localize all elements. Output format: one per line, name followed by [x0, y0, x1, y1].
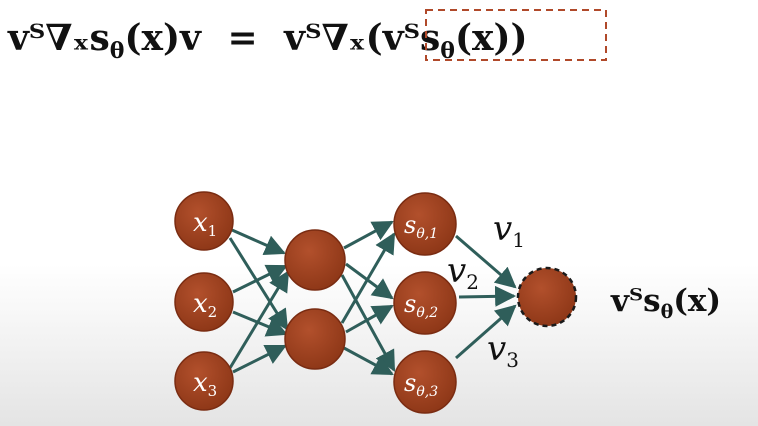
equation-lhs-tail: (x)v: [124, 17, 202, 59]
weight-label: v: [487, 329, 506, 369]
edge: [455, 304, 517, 360]
edge: [343, 346, 394, 376]
svg-text:vᵀ∇ₓsθ(x)v = vᵀ∇ₓ(: vᵀ∇ₓsθ(x)v = vᵀ∇ₓ(vᵀsθ(x)): [7, 17, 528, 64]
output-node: [393, 271, 457, 335]
output-node-label: s: [404, 369, 416, 397]
output-node-subscript: θ,2: [416, 305, 438, 321]
equation-lhs-theta: θ: [110, 38, 125, 64]
output-node-subscript: θ,3: [416, 384, 438, 400]
svg-text:x2: x2: [193, 289, 217, 321]
weight-labels: v1 v2 v3: [447, 209, 525, 372]
input-node-label: x: [193, 208, 208, 238]
output-node-label: s: [404, 211, 416, 239]
edge: [455, 234, 517, 289]
equation-rhs-pre: vᵀ∇ₓ(: [283, 17, 383, 59]
output-node: [393, 192, 457, 256]
input-node-subscript: 2: [208, 303, 218, 321]
network-edges: [228, 220, 517, 376]
equation-rhs-boxed-theta: θ: [440, 38, 455, 64]
equation: vᵀ∇ₓsθ(x)v = vᵀ∇ₓ(vᵀsθ(x)): [7, 9, 607, 64]
input-node-label: x: [193, 289, 208, 319]
weight-label: v: [493, 209, 512, 249]
equation-lhs: vᵀ∇ₓs: [7, 17, 110, 59]
weight-subscript: 1: [512, 228, 525, 252]
input-node: [174, 351, 234, 411]
result-node-group: vᵀsθ(x): [516, 266, 721, 328]
svg-text:x1: x1: [193, 208, 217, 240]
input-layer: x1 x2 x3: [174, 191, 234, 411]
result-label-tail: (x): [673, 283, 721, 319]
output-layer: sθ,1 sθ,2 sθ,3: [393, 192, 457, 414]
edge: [458, 285, 517, 307]
hidden-node: [284, 229, 346, 291]
dashed-highlight-box: [425, 9, 607, 61]
output-node-label: s: [404, 290, 416, 318]
svg-text:v1: v1: [493, 209, 525, 252]
equation-rhs-post: ): [510, 17, 527, 59]
edge: [345, 304, 394, 334]
result-node: [516, 266, 578, 328]
result-label: vᵀs: [610, 283, 661, 319]
edge: [231, 228, 286, 255]
input-node: [174, 191, 234, 251]
svg-text:v2: v2: [447, 251, 479, 294]
input-node-label: x: [193, 368, 208, 398]
edge: [340, 232, 396, 324]
edge: [232, 310, 288, 337]
equation-rhs-boxed: vᵀs: [382, 17, 441, 59]
input-node-subscript: 1: [208, 222, 218, 240]
edge: [228, 237, 289, 331]
svg-text:sθ,1: sθ,1: [404, 211, 438, 242]
svg-text:vᵀsθ(x): vᵀsθ(x): [610, 283, 721, 323]
hidden-layer: [284, 229, 346, 370]
input-node-subscript: 3: [208, 382, 218, 400]
edge: [343, 220, 394, 250]
edge: [340, 274, 396, 372]
weight-label: v: [447, 251, 466, 291]
svg-text:x3: x3: [193, 368, 217, 400]
input-node: [174, 272, 234, 332]
edge: [232, 344, 287, 374]
edge: [228, 270, 290, 369]
svg-text:sθ,3: sθ,3: [404, 369, 438, 400]
result-label-theta: θ: [661, 301, 674, 323]
output-node: [393, 350, 457, 414]
equation-equals: =: [227, 17, 257, 59]
edge: [345, 262, 394, 300]
svg-text:v3: v3: [487, 329, 519, 372]
weight-subscript: 2: [466, 270, 479, 294]
weight-subscript: 3: [506, 348, 519, 372]
equation-rhs-boxed-tail: (x): [455, 17, 511, 59]
output-node-subscript: θ,1: [416, 226, 438, 242]
svg-text:sθ,2: sθ,2: [404, 290, 438, 321]
hidden-node: [284, 308, 346, 370]
